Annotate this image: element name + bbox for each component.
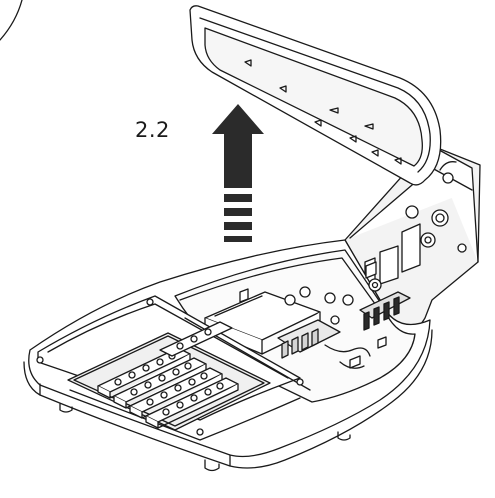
step-label: 2.2 <box>135 118 170 142</box>
lamp-strip <box>159 321 233 357</box>
corner-arc <box>0 0 23 41</box>
lifted-cover <box>189 5 442 186</box>
lamp-strip <box>129 367 223 419</box>
lamp-strips <box>97 321 239 429</box>
lamp-strip <box>145 377 239 429</box>
lift-arrow-icon <box>212 104 264 242</box>
screws <box>36 298 304 436</box>
lamp-strip <box>97 347 191 399</box>
